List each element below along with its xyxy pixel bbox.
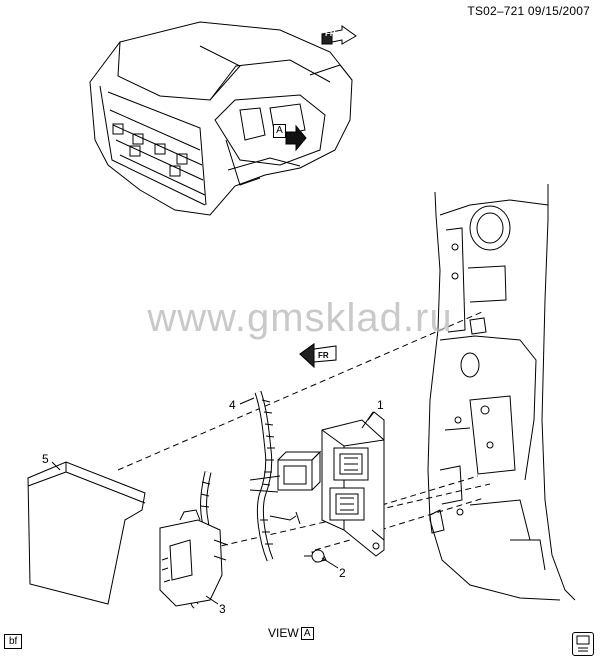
document-stamp-icon	[572, 632, 594, 656]
alignment-lines	[117, 311, 491, 551]
fr-arrow-mid	[299, 343, 337, 369]
callout-1: 1	[377, 398, 384, 412]
part-1-module	[321, 411, 385, 557]
callout-2: 2	[339, 566, 346, 580]
part-4-harness	[249, 390, 322, 562]
part-5-trim-panel	[27, 461, 146, 605]
fr-label-mid: FR	[318, 351, 329, 360]
diagram-reference-code: TS02–721 09/15/2007	[467, 4, 590, 18]
view-label: VIEW A	[268, 626, 314, 640]
detail-a-arrow	[285, 124, 307, 152]
part-3-harness	[159, 471, 229, 609]
callout-3: 3	[219, 602, 226, 616]
body-pillar-panel	[427, 184, 576, 601]
callout-leaders	[51, 397, 374, 605]
callout-4: 4	[229, 398, 236, 412]
corner-tag: bf	[4, 634, 23, 649]
part-2-push-pin	[304, 549, 327, 563]
detail-a-marker: A	[273, 124, 286, 138]
view-label-text: VIEW	[268, 626, 299, 640]
fr-label-top: FR	[325, 29, 336, 38]
view-label-letter: A	[300, 626, 314, 640]
fr-arrow-top	[321, 25, 357, 45]
watermark-text: www.gmsklad.ru	[147, 296, 453, 340]
callout-5: 5	[42, 452, 49, 466]
truck-body-illustration	[89, 21, 353, 216]
